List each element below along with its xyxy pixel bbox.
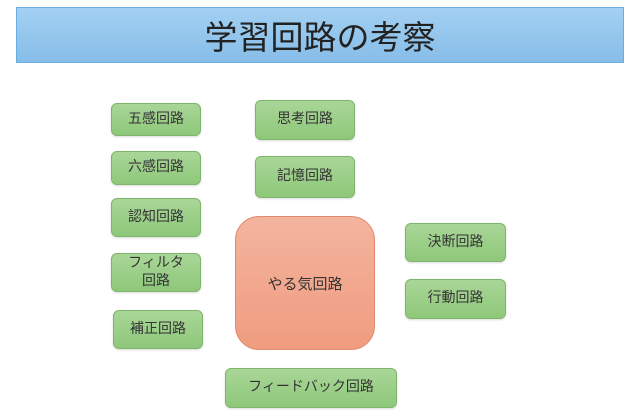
box-rokkan: 六感回路 xyxy=(111,151,201,185)
box-filter: フィルタ 回路 xyxy=(111,253,201,292)
box-ninchi: 認知回路 xyxy=(111,198,201,237)
box-filter-line2: 回路 xyxy=(142,272,170,289)
box-kioku: 記憶回路 xyxy=(255,156,355,198)
box-gokan: 五感回路 xyxy=(111,103,201,136)
box-ketsudan: 決断回路 xyxy=(405,223,506,262)
box-shikou: 思考回路 xyxy=(255,100,355,140)
box-hosei: 補正回路 xyxy=(113,310,203,349)
box-yaruki: やる気回路 xyxy=(235,216,375,350)
box-koudou: 行動回路 xyxy=(405,279,506,319)
diagram-title: 学習回路の考察 xyxy=(16,7,624,63)
box-feedback: フィードバック回路 xyxy=(225,368,397,408)
box-filter-line1: フィルタ xyxy=(128,255,184,271)
